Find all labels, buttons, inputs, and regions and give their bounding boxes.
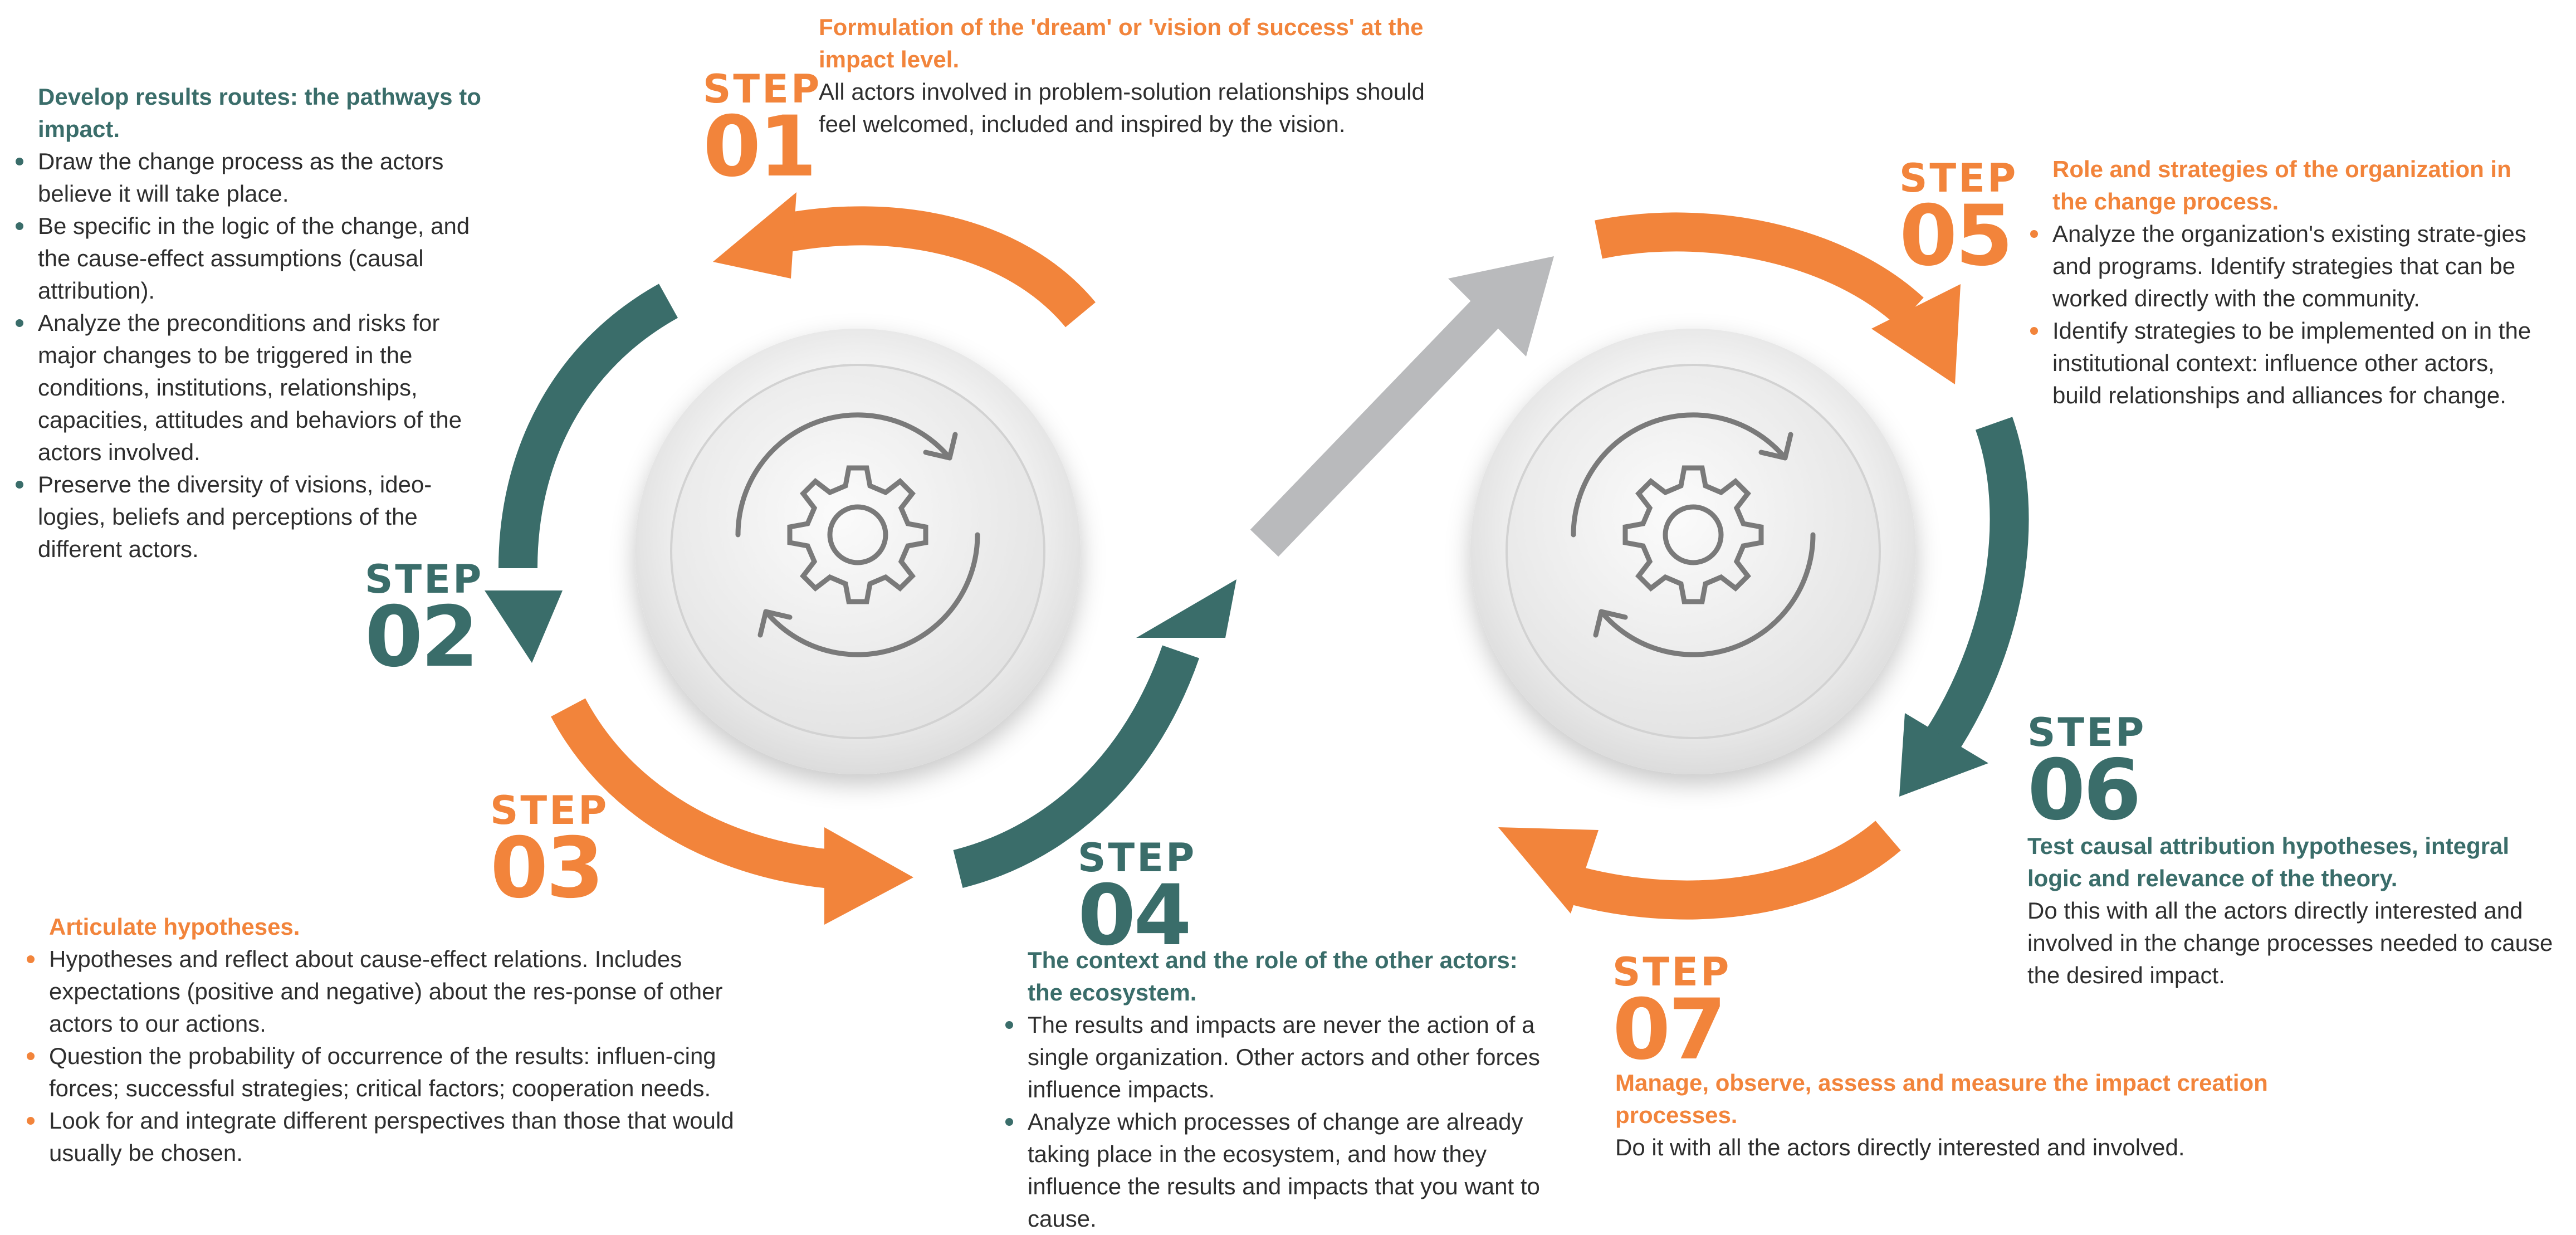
step-05-title: Role and strategies of the organization …: [2052, 156, 2511, 214]
step-04-text: The context and the role of the other ac…: [1005, 944, 1557, 1235]
list-item: Identify strategies to be implemented on…: [2030, 315, 2531, 412]
step-07-title: Manage, observe, assess and measure the …: [1615, 1070, 2268, 1128]
arrow-step-06: [1899, 417, 2029, 797]
step-02-title: Develop results routes: the pathways to …: [38, 84, 481, 142]
gear-cycle-icon-left: [735, 412, 980, 657]
step-06-title: Test causal attribution hypotheses, inte…: [2027, 833, 2510, 891]
step-03-text: Articulate hypotheses. Hypotheses and re…: [27, 911, 745, 1169]
list-item: Look for and integrate different perspec…: [27, 1105, 745, 1169]
step-02-bullets: Draw the change process as the actors be…: [16, 145, 483, 565]
right-disc: [1470, 329, 1916, 774]
left-disc: [635, 329, 1081, 774]
list-item: Be specific in the logic of the change, …: [16, 210, 483, 307]
list-item: Analyze the organization's existing stra…: [2030, 218, 2531, 315]
step-06-label: STEP 06: [2027, 710, 2147, 839]
step-05-label: STEP 05: [1899, 155, 2018, 285]
list-item: Analyze the preconditions and risks for …: [16, 307, 483, 468]
step-01-label: STEP 01: [703, 66, 822, 196]
list-item: Hypotheses and reflect about cause-effec…: [27, 943, 745, 1040]
list-item: Draw the change process as the actors be…: [16, 145, 483, 210]
list-item: The results and impacts are never the ac…: [1005, 1009, 1557, 1106]
arrow-step-05: [1595, 212, 1961, 384]
step-07-body: Do it with all the actors directly inter…: [1615, 1134, 2185, 1160]
arrow-step-02: [485, 284, 678, 663]
list-item: Preserve the diversity of visions, ideo-…: [16, 468, 483, 565]
step-01-body: All actors involved in problem-solution …: [819, 79, 1425, 137]
step-06-text: Test causal attribution hypotheses, inte…: [2027, 830, 2557, 992]
arrow-step-04: [953, 579, 1236, 888]
step-01-text: Formulation of the 'dream' or 'vision of…: [819, 11, 1426, 140]
list-item: Question the probability of occurrence o…: [27, 1040, 745, 1105]
step-01-title: Formulation of the 'dream' or 'vision of…: [819, 14, 1424, 72]
step-02-label: STEP 02: [365, 557, 484, 686]
step-07-text: Manage, observe, assess and measure the …: [1615, 1067, 2367, 1164]
list-item: Analyze which processes of change are al…: [1005, 1106, 1557, 1235]
arrow-step-03: [551, 698, 913, 925]
step-02-text: Develop results routes: the pathways to …: [16, 81, 483, 565]
step-05-text: Role and strategies of the organization …: [2030, 153, 2531, 412]
step-04-label: STEP 04: [1078, 835, 1197, 964]
step-03-label: STEP 03: [490, 788, 609, 917]
step-03-title: Articulate hypotheses.: [49, 914, 300, 940]
arrow-step-07: [1498, 821, 1901, 920]
step-05-bullets: Analyze the organization's existing stra…: [2030, 218, 2531, 412]
arrow-step-01: [713, 192, 1096, 328]
connector-arrow: [1250, 256, 1554, 557]
step-07-label: STEP 07: [1612, 949, 1732, 1078]
step-03-bullets: Hypotheses and reflect about cause-effec…: [27, 943, 745, 1169]
step-04-bullets: The results and impacts are never the ac…: [1005, 1009, 1557, 1235]
step-04-title: The context and the role of the other ac…: [1028, 947, 1518, 1005]
gear-cycle-icon-right: [1571, 412, 1816, 657]
step-06-body: Do this with all the actors directly int…: [2027, 897, 2553, 988]
